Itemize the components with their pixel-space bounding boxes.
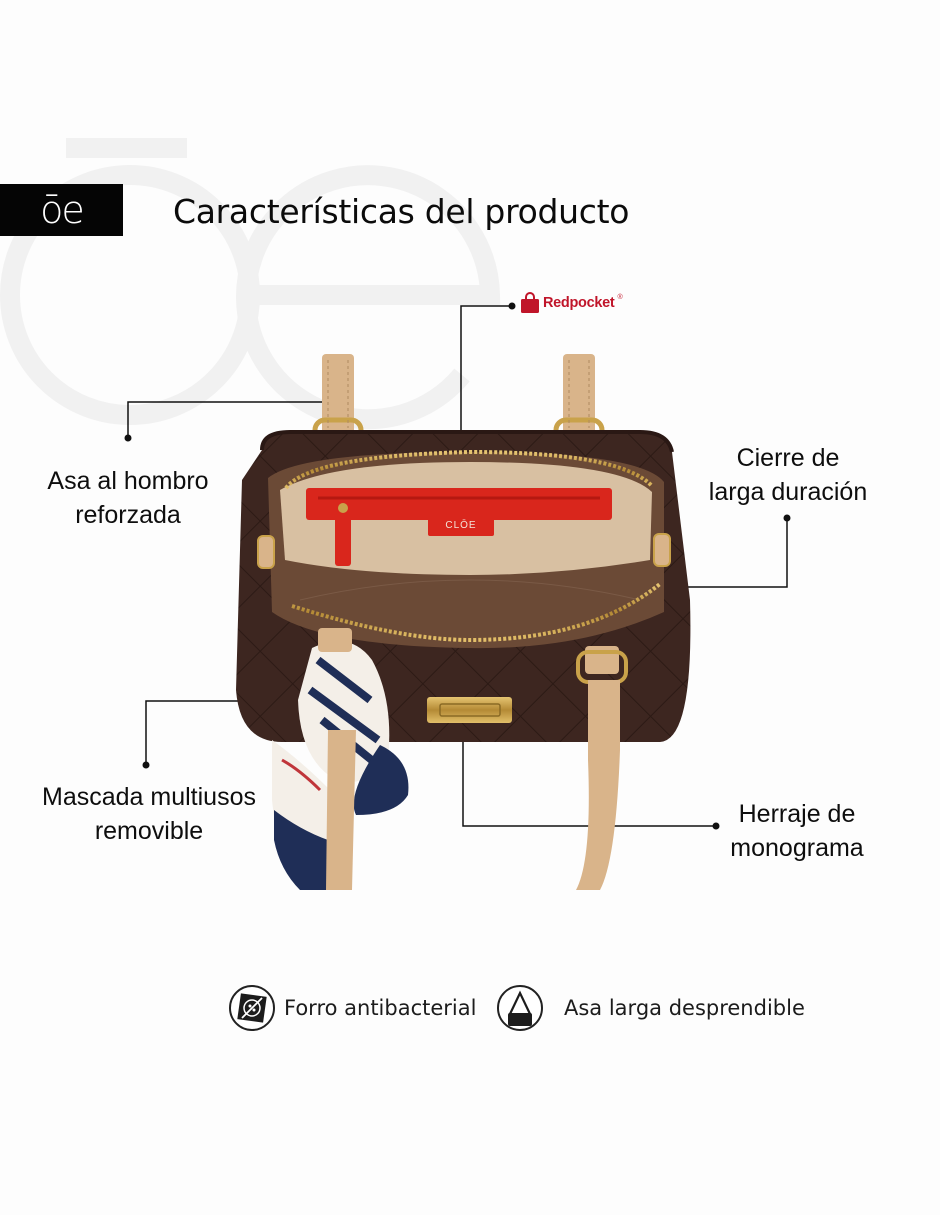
brand-logo-text: ōe <box>40 188 85 232</box>
feature-detachable-strap: Asa larga desprendible <box>496 984 805 1032</box>
shopping-bag-icon <box>521 292 539 313</box>
callout-zipper: Cierre de larga duración <box>688 441 888 509</box>
brand-tag <box>428 514 494 536</box>
detachable-strap-icon <box>497 985 543 1031</box>
redpocket-label: Redpocket <box>543 295 615 311</box>
brand-tag-text: CLŌE <box>445 519 477 531</box>
page-title: Características del producto <box>173 192 630 231</box>
callout-shoulder-handle: Asa al hombro reforzada <box>22 464 234 532</box>
callout-scarf-line2: removible <box>94 817 204 845</box>
callout-shoulder-handle-line2: reforzada <box>75 501 181 529</box>
handbag-illustration <box>236 354 691 890</box>
callout-shoulder-handle-line1: Asa al hombro <box>47 467 209 495</box>
callout-hardware: Herraje de monograma <box>706 797 888 865</box>
antibacterial-lining-icon <box>229 985 275 1031</box>
registered-mark: ® <box>617 294 623 301</box>
redpocket-badge: Redpocket ® <box>520 292 623 314</box>
callout-zipper-line1: Cierre de <box>736 444 840 472</box>
callout-hardware-line1: Herraje de <box>738 800 856 828</box>
feature-antibacterial-label: Forro antibacterial <box>284 996 477 1020</box>
feature-antibacterial: Forro antibacterial <box>228 984 476 1032</box>
brand-logo: ōe <box>0 184 123 236</box>
callout-hardware-line2: monograma <box>730 834 864 862</box>
callout-zipper-line2: larga duración <box>708 478 868 506</box>
feature-detachable-strap-label: Asa larga desprendible <box>564 996 805 1020</box>
callout-scarf: Mascada multiusos removible <box>18 780 280 848</box>
red-pocket <box>306 488 612 520</box>
callout-scarf-line1: Mascada multiusos <box>42 783 256 811</box>
scarf <box>272 628 409 890</box>
